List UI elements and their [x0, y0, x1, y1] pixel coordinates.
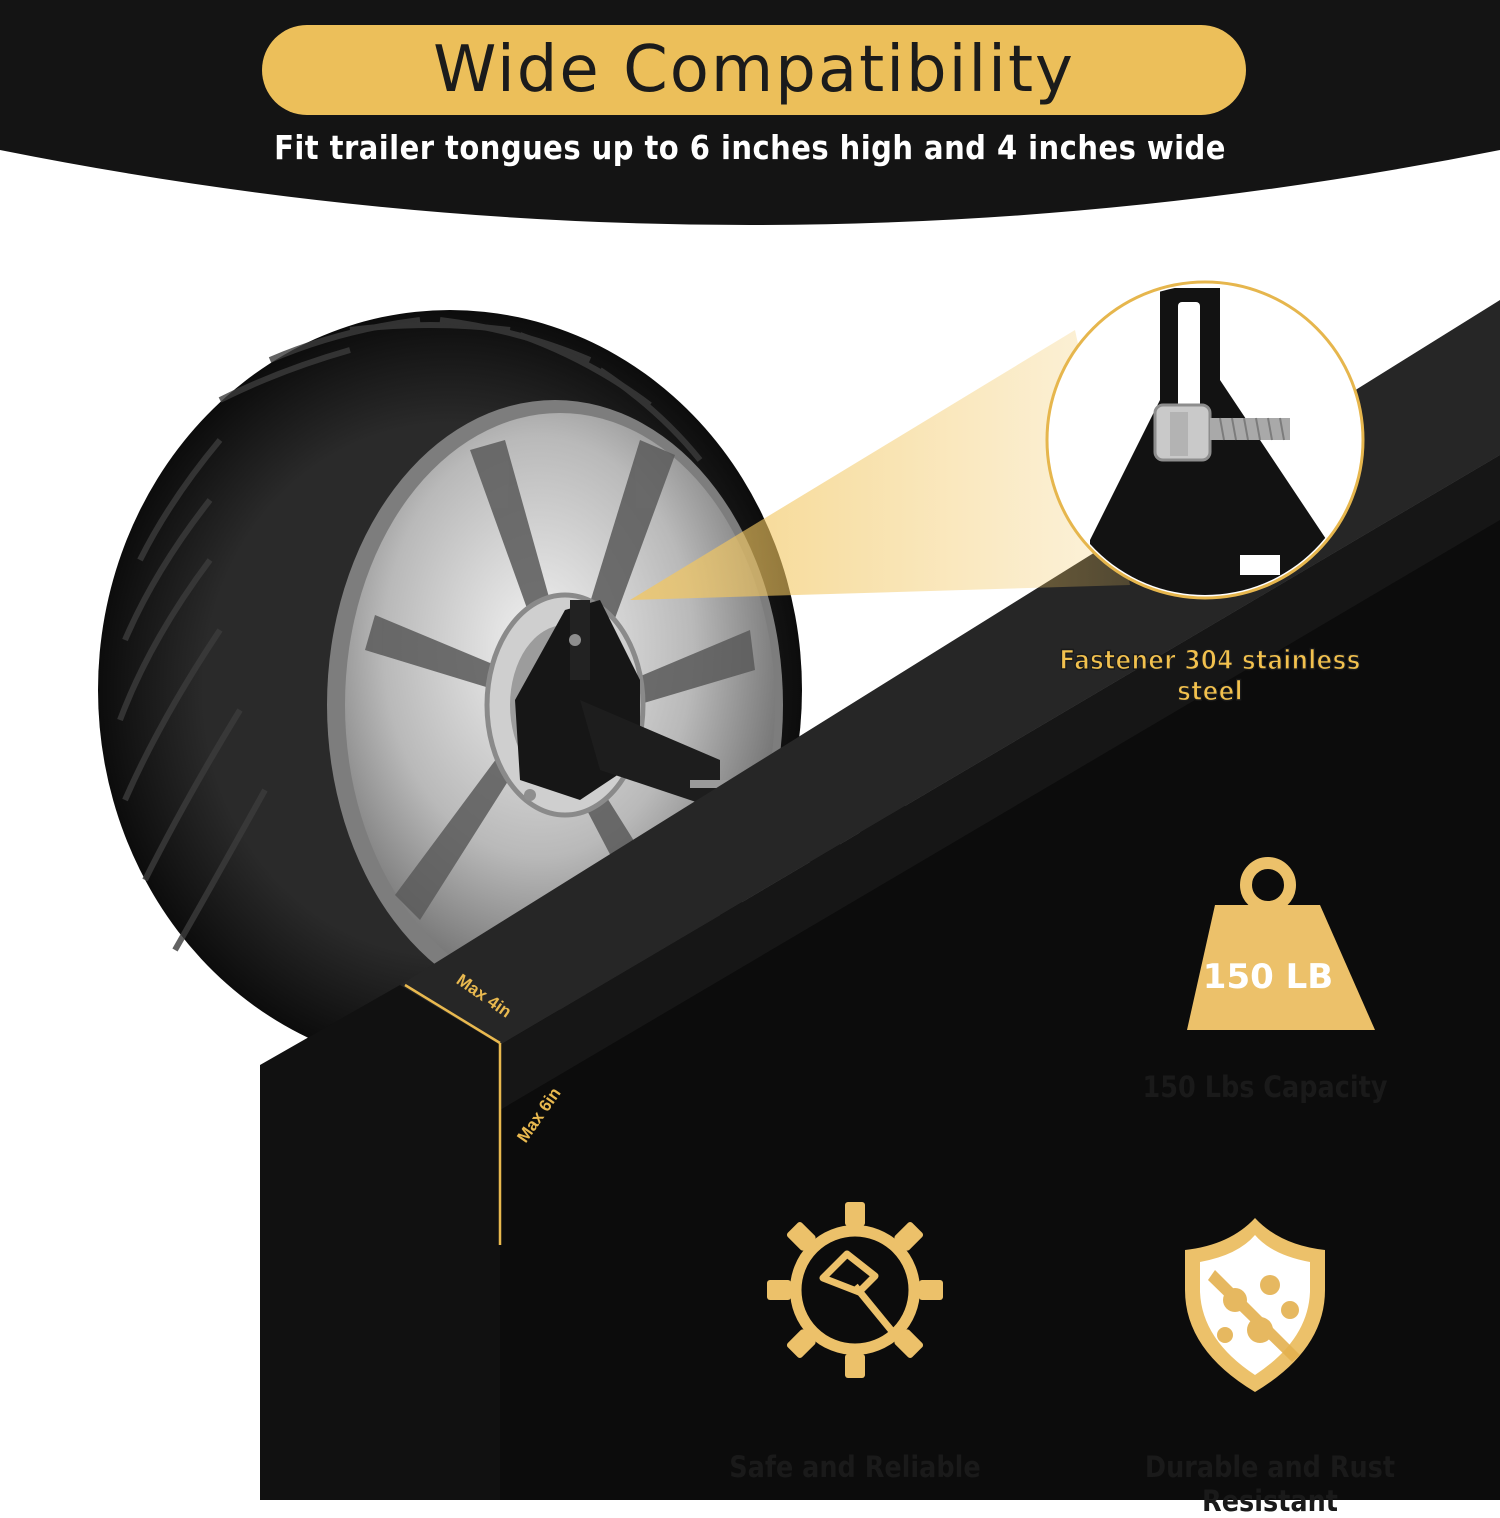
page-subtitle: Fit trailer tongues up to 6 inches high …	[274, 128, 1226, 167]
fastener-label: Fastener 304 stainless steel	[1059, 644, 1361, 708]
safe-reliable-label: Safe and Reliable	[729, 1450, 981, 1484]
shield-icon	[1185, 1218, 1325, 1392]
page-title: Wide Compatibility	[433, 33, 1075, 107]
capacity-badge-text: 150 LB	[1203, 957, 1333, 997]
title-pill: Wide Compatibility	[262, 25, 1246, 115]
gear-hammer-icon	[767, 1202, 943, 1378]
callout-magnifier	[1045, 280, 1365, 600]
capacity-label: 150 Lbs Capacity	[1142, 1070, 1388, 1104]
dimension-guides	[404, 983, 502, 1245]
callout-beam	[630, 330, 1130, 600]
weight-icon	[1187, 857, 1375, 1030]
durable-rust-resistant-label: Durable and Rust Resistant	[1144, 1450, 1396, 1518]
